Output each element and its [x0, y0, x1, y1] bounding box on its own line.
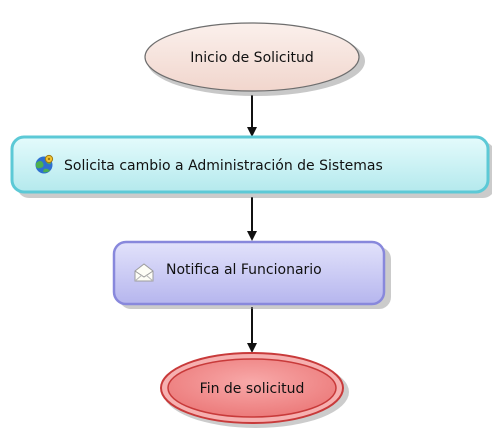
end-node[interactable]: Fin de solicitud [160, 352, 349, 428]
envelope-icon [134, 263, 154, 282]
notify-node-label: Notifica al Funcionario [166, 262, 322, 278]
globe-gear-icon [35, 154, 54, 174]
task-node-solicita-cambio[interactable]: Solicita cambio a Administración de Sist… [10, 135, 492, 198]
end-node-label: Fin de solicitud [200, 381, 305, 397]
start-node[interactable]: Inicio de Solicitud [144, 22, 365, 96]
task-node-label: Solicita cambio a Administración de Sist… [64, 158, 383, 174]
start-node-label: Inicio de Solicitud [190, 50, 314, 66]
notify-node[interactable]: Notifica al Funcionario [112, 240, 391, 309]
